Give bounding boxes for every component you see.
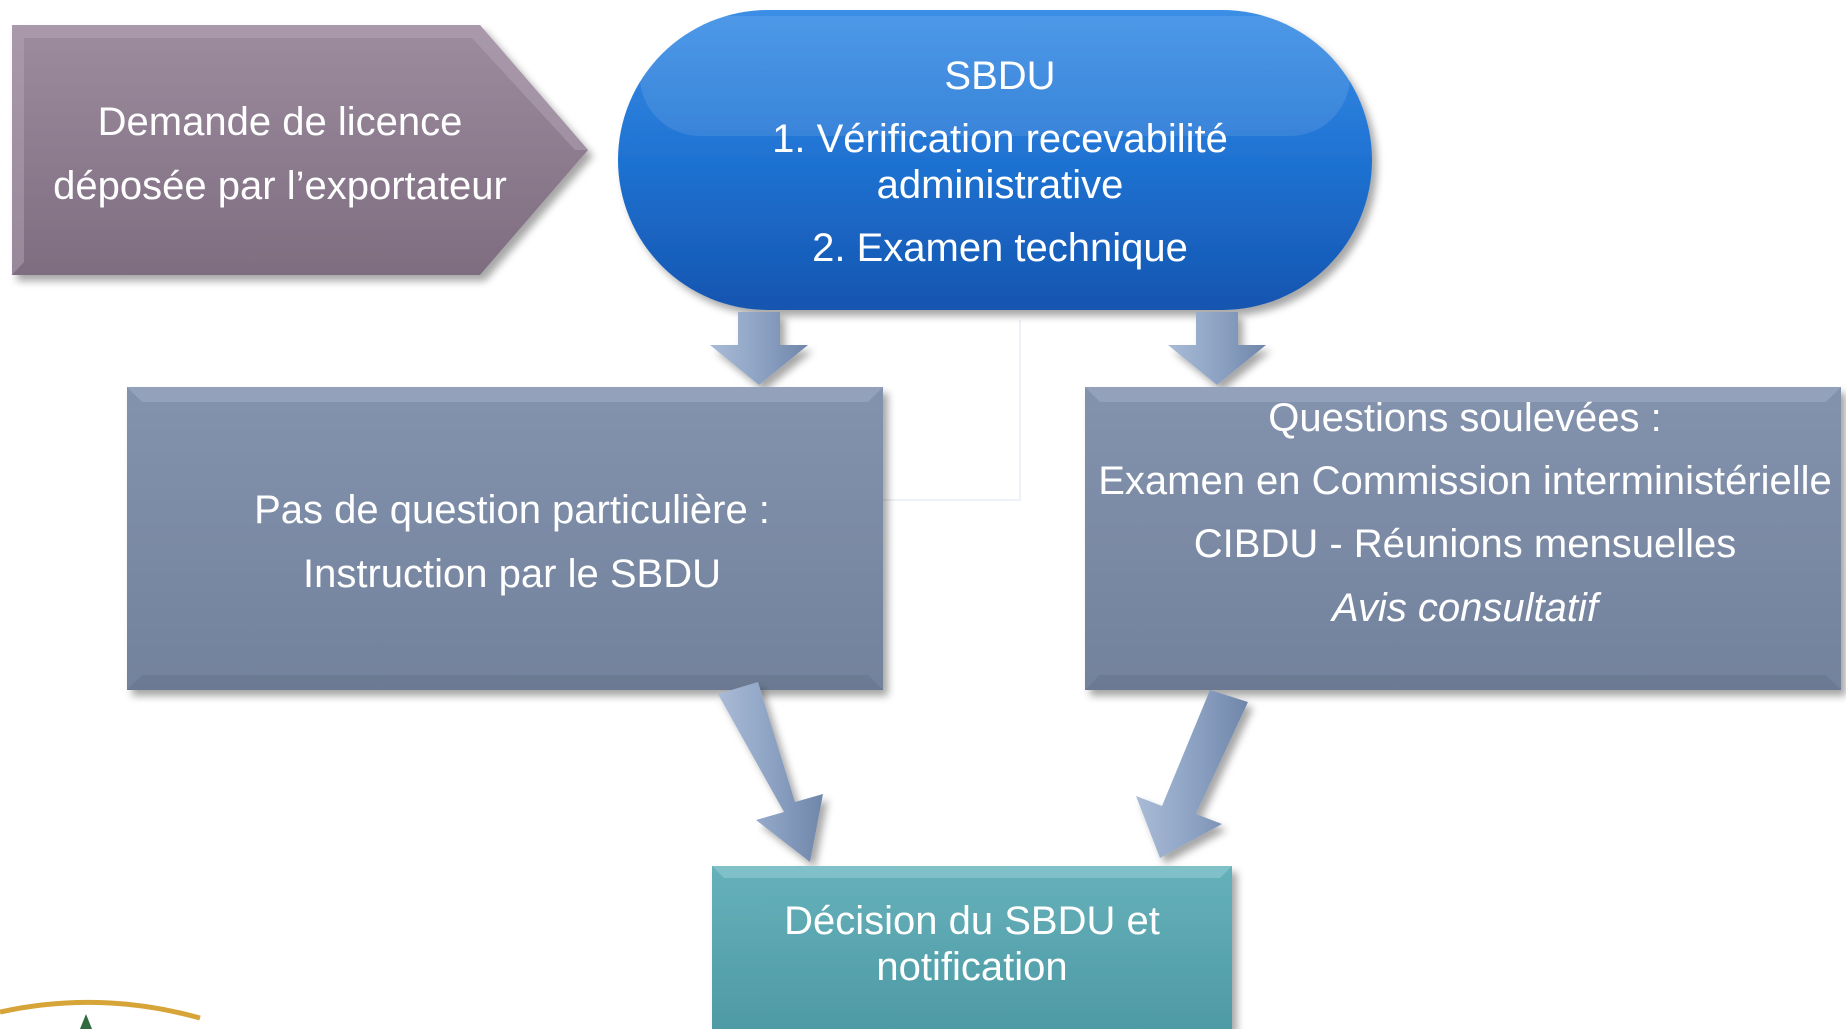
right-line-2: Examen en Commission interministérielle — [1098, 459, 1832, 503]
sbdu-highlight — [640, 16, 1350, 136]
left-process-box — [127, 387, 883, 690]
right-line-3: CIBDU - Réunions mensuelles — [1193, 522, 1737, 566]
left-line-2: Instruction par le SBDU — [303, 552, 721, 596]
request-line-1: Demande de licence — [97, 100, 463, 144]
left-box-bevel — [127, 387, 883, 402]
sbdu-step-2: 2. Examen technique — [812, 226, 1188, 270]
logo-fragment — [0, 999, 201, 1029]
right-line-1: Questions soulevées : — [1268, 396, 1662, 440]
request-pentagon — [12, 25, 588, 275]
left-box-bevel-bottom — [127, 675, 883, 690]
arrow-diagonal-right — [1136, 690, 1248, 858]
request-line-2: déposée par l’exportateur — [53, 164, 507, 208]
sbdu-box — [618, 10, 1372, 310]
arrow-diagonal-left — [718, 682, 823, 862]
decision-text: Décision du SBDU et notification — [784, 899, 1160, 989]
right-box-bevel-bottom — [1085, 675, 1841, 690]
right-box-bevel — [1085, 387, 1841, 402]
sbdu-step-1: 1. Vérification recevabilité administrat… — [772, 117, 1228, 207]
right-line-4: Avis consultatif — [1331, 586, 1599, 630]
arrow-down-right — [1168, 312, 1266, 385]
left-line-1: Pas de question particulière : — [254, 488, 770, 532]
right-box-text: Questions soulevées : Examen en Commissi… — [1085, 394, 1845, 632]
decision-box — [712, 866, 1232, 1029]
connector-line — [880, 320, 1021, 501]
sbdu-text: SBDU 1. Vérification recevabilité admini… — [740, 52, 1260, 272]
sbdu-title: SBDU — [944, 54, 1056, 98]
left-box-text: Pas de question particulière : Instructi… — [127, 478, 897, 606]
arrow-down-left — [710, 312, 808, 385]
request-text: Demande de licence déposée par l’exporta… — [20, 90, 540, 218]
right-process-box — [1085, 387, 1841, 690]
decision-box-bevel — [712, 866, 1232, 878]
